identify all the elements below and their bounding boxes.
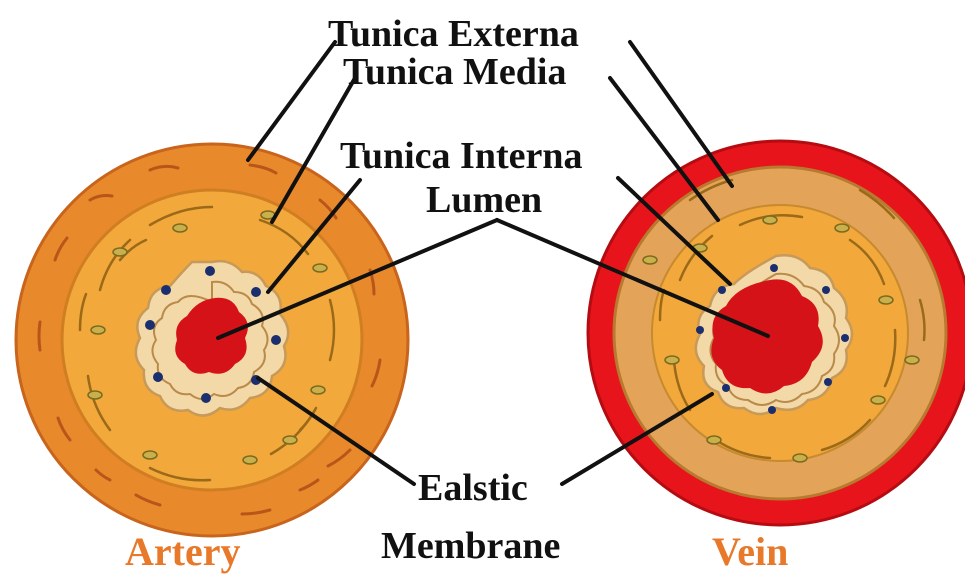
label-tunica-interna: Tunica Interna [340, 135, 583, 177]
leader-externa-vein [630, 42, 732, 186]
vein-cross-section [588, 141, 965, 525]
label-tunica-media: Tunica Media [343, 51, 566, 93]
label-lumen: Lumen [426, 179, 542, 221]
label-elastic-line2: Membrane [381, 525, 560, 567]
caption-vein: Vein [712, 529, 788, 574]
artery-cross-section [16, 144, 408, 536]
label-elastic-line1: Ealstic [418, 467, 528, 509]
caption-artery: Artery [125, 529, 240, 574]
label-tunica-externa: Tunica Externa [328, 13, 579, 55]
leader-externa-artery [248, 42, 335, 160]
